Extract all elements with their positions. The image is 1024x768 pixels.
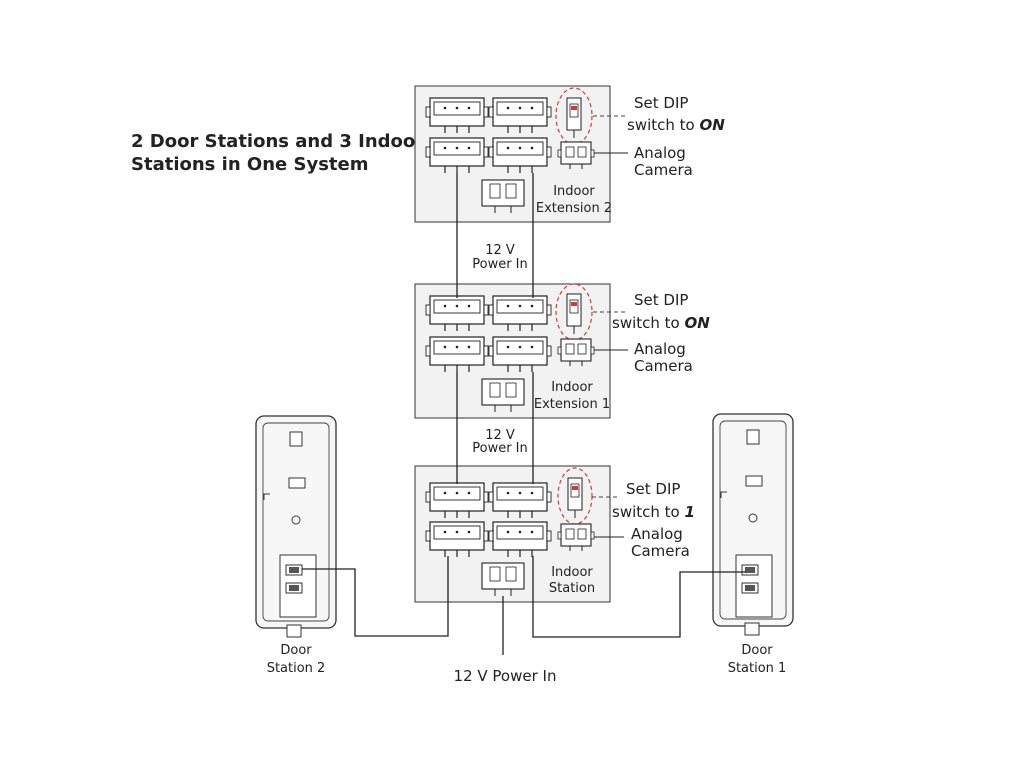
door-station-screw-icon xyxy=(291,515,301,525)
power-label-line-1: 12 V xyxy=(485,243,515,258)
module-name-line-1: Indoor xyxy=(551,565,593,580)
door-station-label-line-1: Door xyxy=(741,643,773,658)
dip-value: ON xyxy=(684,314,710,332)
module-indoor-extension-2: Indoor Extension 2 xyxy=(414,85,612,223)
door-station-2 xyxy=(255,415,337,638)
dip-label-prefix: switch to xyxy=(612,503,684,521)
dip-value: 1 xyxy=(684,503,694,521)
camera-label-line-1: Analog xyxy=(634,144,686,162)
diagram-title-line-1: 2 Door Stations and 3 Indoor xyxy=(131,131,424,152)
module-name-line-2: Station xyxy=(549,581,595,596)
diagram-title-line-2: Stations in One System xyxy=(131,154,368,175)
dip-label-prefix: switch to xyxy=(612,314,684,332)
module-name-line-2: Extension 2 xyxy=(536,201,612,216)
dip-label-line-1: Set DIP xyxy=(634,94,688,112)
power-label-line-1: 12 V xyxy=(485,428,515,443)
camera-label-line-1: Analog xyxy=(631,525,683,543)
camera-label-line-1: Analog xyxy=(634,340,686,358)
door-station-1-wire xyxy=(532,556,746,638)
dip-label-prefix: switch to xyxy=(627,116,699,134)
module-name-line-2: Extension 1 xyxy=(534,397,610,412)
dip-label-line-2: switch to ON xyxy=(612,314,710,332)
dip-label-line-2: switch to 1 xyxy=(612,503,695,521)
module-indoor-extension-1: Indoor Extension 1 xyxy=(414,283,611,419)
module-name-line-1: Indoor xyxy=(553,184,595,199)
camera-label-line-2: Camera xyxy=(634,357,693,375)
door-station-port-icon xyxy=(745,475,763,487)
dip-label-line-2: switch to ON xyxy=(627,116,725,134)
dip-label-line-1: Set DIP xyxy=(626,480,680,498)
door-station-sensor-icon xyxy=(289,431,303,447)
module-name-line-1: Indoor xyxy=(551,380,593,395)
power-label-line-2: Power In xyxy=(472,441,528,456)
door-station-label-line-1: Door xyxy=(280,643,312,658)
module-indoor-station: Indoor Station xyxy=(414,465,611,603)
camera-label-line-2: Camera xyxy=(634,161,693,179)
dip-label-line-1: Set DIP xyxy=(634,291,688,309)
door-station-2-wire xyxy=(302,556,449,637)
door-station-1 xyxy=(712,413,794,636)
door-station-label-line-2: Station 1 xyxy=(728,661,787,676)
door-station-label-line-2: Station 2 xyxy=(267,661,326,676)
door-station-port-icon xyxy=(288,477,306,489)
door-station-sensor-icon xyxy=(746,429,760,445)
power-main-label: 12 V Power In xyxy=(454,667,557,685)
power-label-line-2: Power In xyxy=(472,257,528,272)
dip-value: ON xyxy=(699,116,725,134)
camera-label-line-2: Camera xyxy=(631,542,690,560)
door-station-screw-icon xyxy=(748,513,758,523)
